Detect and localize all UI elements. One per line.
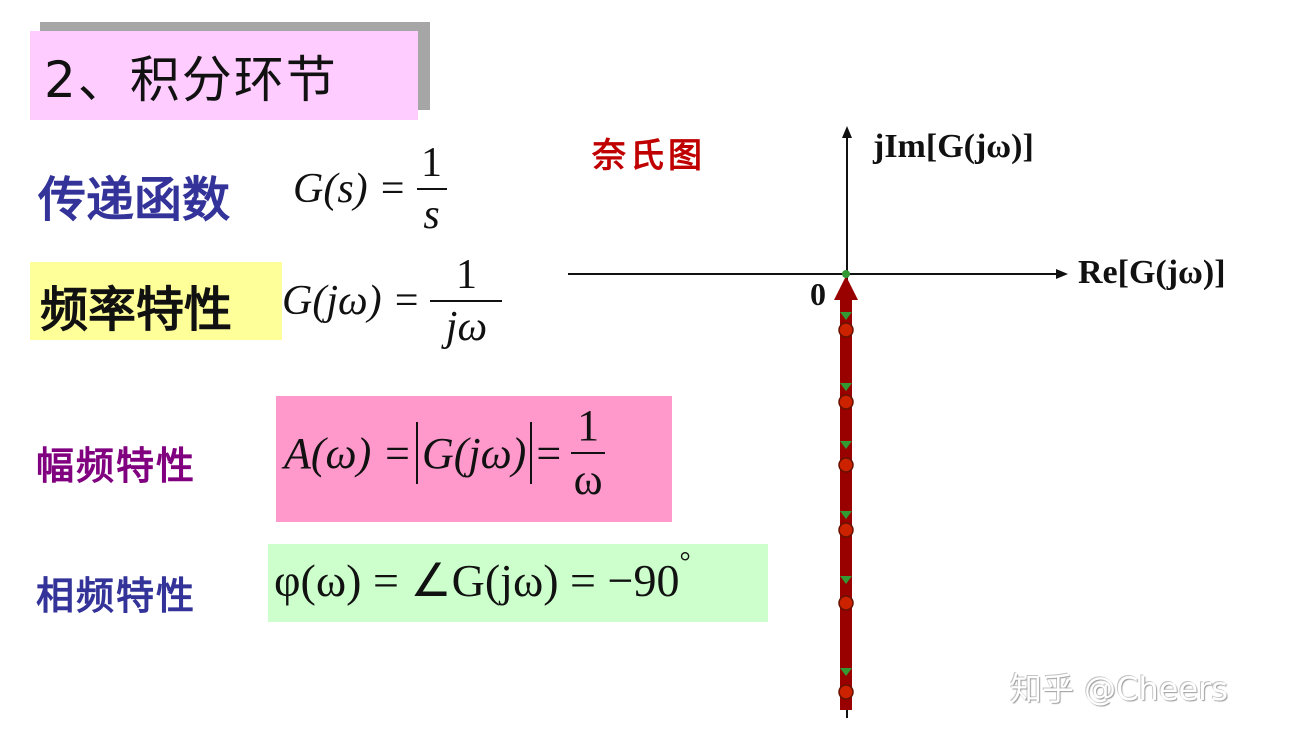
phase-response-equation: φ(ω) = ∠G(jω) = −90 ° xyxy=(274,547,691,607)
amp-denominator: ω xyxy=(573,455,603,504)
amp-lhs: A(ω) = xyxy=(284,428,412,478)
frequency-label-highlight xyxy=(30,262,282,340)
tf-fraction: 1 s xyxy=(416,140,447,238)
watermark: 知乎 @Cheers xyxy=(1010,670,1229,708)
origin-point xyxy=(842,270,850,278)
fraction-bar xyxy=(430,300,503,302)
fraction-bar xyxy=(416,188,447,190)
abs-bar-left xyxy=(415,422,418,484)
slide-title: 2、积分环节 xyxy=(44,50,338,109)
phase-response-label: 相频特性 xyxy=(36,574,197,618)
tf-lhs: G(s) = xyxy=(293,166,407,212)
freq-lhs: G(jω) = xyxy=(282,278,421,324)
circle-markers xyxy=(838,322,854,700)
nyquist-title: 奈氏图 xyxy=(592,136,706,176)
phase-expression: φ(ω) = ∠G(jω) = −90 xyxy=(274,555,680,606)
amplitude-response-equation: A(ω) = G(jω) = 1 ω xyxy=(284,401,606,504)
tf-numerator: 1 xyxy=(421,140,442,186)
amplitude-equation-box xyxy=(276,396,672,522)
transfer-function-equation: G(s) = 1 s xyxy=(293,142,447,236)
amp-numerator: 1 xyxy=(577,401,600,450)
freq-denominator: jω xyxy=(445,304,488,350)
abs-bar-right xyxy=(530,422,533,484)
phase-equation-box xyxy=(268,544,768,622)
fraction-bar xyxy=(571,452,606,454)
real-axis-label: Re[G(jω)] xyxy=(1078,254,1226,291)
real-axis-arrow-icon xyxy=(1056,269,1068,279)
curve-direction-arrow-icon xyxy=(834,276,858,300)
freq-numerator: 1 xyxy=(455,252,477,298)
frequency-response-label: 频率特性 xyxy=(40,282,233,338)
imaginary-axis-arrow-icon xyxy=(842,126,852,138)
degree-symbol: ° xyxy=(679,547,691,578)
freq-fraction: 1 jω xyxy=(430,252,503,350)
transfer-function-label: 传递函数 xyxy=(38,172,231,228)
amplitude-response-label: 幅频特性 xyxy=(36,444,197,488)
frequency-response-equation: G(jω) = 1 jω xyxy=(282,252,503,350)
amp-abs-inner: G(jω) xyxy=(421,428,527,478)
origin-label: 0 xyxy=(810,276,826,312)
imaginary-axis-label: jIm[G(jω)] xyxy=(873,128,1034,165)
title-box: 2、积分环节 xyxy=(30,31,418,120)
tf-denominator: s xyxy=(423,192,440,238)
nyquist-curve xyxy=(840,292,852,710)
amp-fraction: 1 ω xyxy=(571,401,606,504)
amp-eq: = xyxy=(536,428,562,478)
